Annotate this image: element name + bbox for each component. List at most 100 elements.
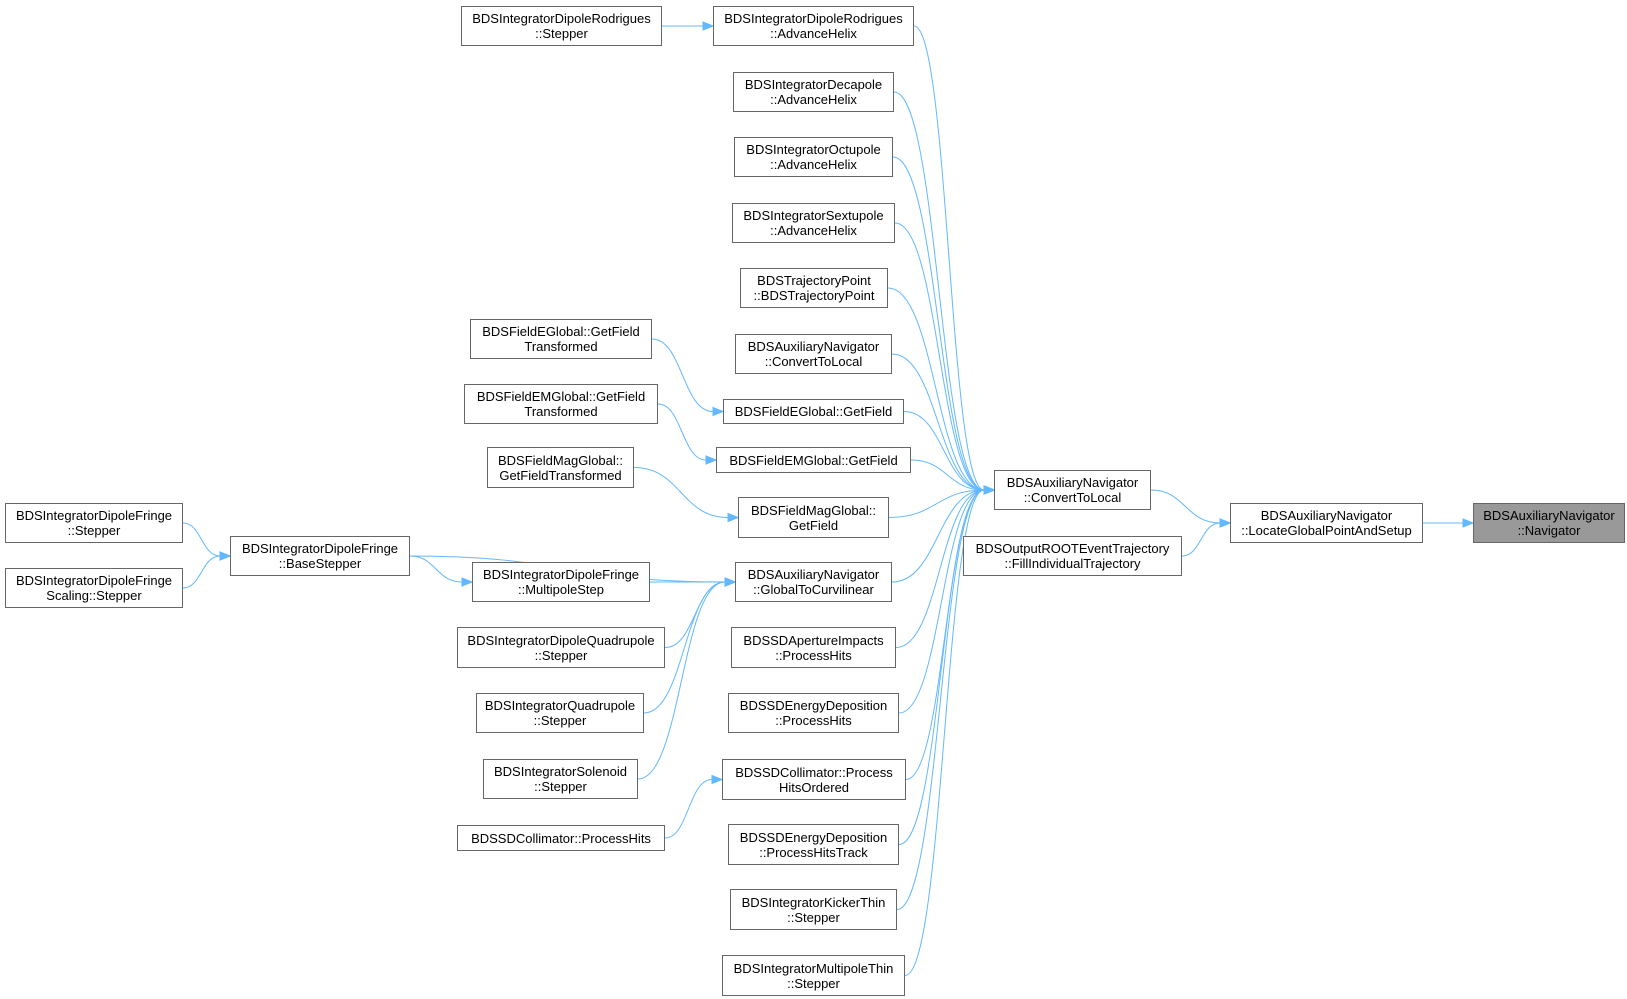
node-kicker-thin-stepper[interactable]: BDSIntegratorKickerThin ::Stepper [730,889,897,930]
node-line1: BDSIntegratorDipoleRodrigues [472,11,651,26]
node-dipole-fringe-base-stepper[interactable]: BDSIntegratorDipoleFringe ::BaseStepper [230,536,410,576]
node-multipole-thin-stepper[interactable]: BDSIntegratorMultipoleThin ::Stepper [722,955,905,996]
edge-arrowhead [983,485,996,495]
node-field-e-global-get-field[interactable]: BDSFieldEGlobal::GetField [723,399,904,424]
edge-arrowhead [219,551,232,561]
node-line2: ::Stepper [535,26,588,41]
node-energy-deposition-process-hits-track[interactable]: BDSSDEnergyDeposition ::ProcessHitsTrack [728,824,899,865]
node-line2: ::Stepper [787,975,840,991]
call-edge [1181,522,1221,557]
call-edge [637,581,726,780]
node-dipole-fringe-multipole-step[interactable]: BDSIntegratorDipoleFringe ::MultipoleSte… [472,562,650,602]
node-line1: BDSSDCollimator::ProcessHits [471,830,651,846]
node-line2: ::Stepper [533,713,587,728]
node-dipole-fringe-stepper[interactable]: BDSIntegratorDipoleFringe ::Stepper [5,503,183,543]
node-dipole-fringe-scaling-stepper[interactable]: BDSIntegratorDipoleFringe Scaling::Stepp… [5,568,183,608]
call-edge [898,489,985,714]
node-line1: BDSIntegratorDipoleFringe [15,508,173,523]
call-edge [887,287,985,491]
node-line2: ::ProcessHits [775,647,852,663]
node-energy-deposition-process-hits[interactable]: BDSSDEnergyDeposition ::ProcessHits [728,693,899,733]
call-edge [1150,489,1221,524]
node-line2: ::Stepper [787,909,840,925]
node-aperture-impacts-process-hits[interactable]: BDSSDApertureImpacts ::ProcessHits [731,627,896,668]
call-edge [893,91,985,491]
call-edge [904,489,985,976]
node-line2: ::GlobalToCurvilinear [753,582,874,597]
node-line2: ::LocateGlobalPointAndSetup [1241,523,1412,538]
node-auxiliary-navigator-convert-to-local[interactable]: BDSAuxiliaryNavigator ::ConvertToLocal [994,470,1151,510]
node-dipole-quadrupole-stepper[interactable]: BDSIntegratorDipoleQuadrupole ::Stepper [457,627,665,668]
node-line2: ::ConvertToLocal [1023,490,1122,505]
node-line1: BDSSDEnergyDeposition [739,829,888,845]
node-collimator-process-hits[interactable]: BDSSDCollimator::ProcessHits [457,825,665,851]
node-line1: BDSIntegratorMultipoleThin [733,960,894,976]
node-line1: BDSSDCollimator::Process [735,764,893,780]
node-convert-to-local-overload[interactable]: BDSAuxiliaryNavigator ::ConvertToLocal [735,334,892,374]
call-edge [182,522,221,557]
node-line1: BDSFieldMagGlobal:: [751,502,876,518]
call-edge [633,467,729,518]
node-line1: BDSIntegratorDipoleFringe [15,573,173,588]
call-edge [888,489,985,518]
node-line1: BDSOutputROOTEventTrajectory [975,541,1170,556]
node-line2: ::Stepper [534,647,588,663]
edge-arrowhead [712,406,725,417]
call-edge [657,403,707,461]
node-line1: BDSIntegratorSextupole [743,208,884,223]
node-fill-individual-trajectory[interactable]: BDSOutputROOTEventTrajectory ::FillIndiv… [963,536,1182,576]
node-line1: BDSIntegratorSolenoid [494,764,627,779]
node-line1: BDSIntegratorOctupole [746,142,881,157]
edge-arrowhead [1219,518,1232,528]
call-edge [891,489,985,583]
node-line1: BDSFieldMagGlobal:: [498,452,623,468]
node-line2: ::AdvanceHelix [770,157,857,172]
node-line2: ::Stepper [534,779,587,794]
node-line1: BDSIntegratorDipoleQuadrupole [467,632,655,648]
call-edge [894,222,985,491]
call-edge [895,489,985,648]
edge-arrowhead [724,577,737,587]
node-field-em-global-get-field-transformed[interactable]: BDSFieldEMGlobal::GetField Transformed [464,384,658,424]
node-line1: BDSFieldEGlobal::GetField [482,324,640,339]
node-line1: BDSAuxiliaryNavigator [1483,508,1615,523]
node-field-e-global-get-field-transformed[interactable]: BDSFieldEGlobal::GetField Transformed [470,319,652,359]
node-line2: Transformed [524,339,598,354]
node-octupole-advance-helix[interactable]: BDSIntegratorOctupole ::AdvanceHelix [734,137,893,177]
node-line1: BDSTrajectoryPoint [757,273,871,288]
node-quadrupole-stepper[interactable]: BDSIntegratorQuadrupole ::Stepper [476,693,644,733]
node-field-em-global-get-field[interactable]: BDSFieldEMGlobal::GetField [716,447,911,473]
node-line2: ::ProcessHits [775,713,852,728]
node-line2: ::MultipoleStep [518,582,604,597]
node-line1: BDSIntegratorDipoleFringe [482,567,640,582]
node-line1: BDSAuxiliaryNavigator [1006,475,1139,490]
node-locate-global-point-and-setup[interactable]: BDSAuxiliaryNavigator ::LocateGlobalPoin… [1230,503,1423,543]
call-edge [651,338,714,412]
call-edge [896,489,985,910]
node-line1: BDSFieldEGlobal::GetField [734,404,893,419]
node-line1: BDSAuxiliaryNavigator [1260,508,1393,523]
node-line2: ::AdvanceHelix [770,223,857,238]
node-collimator-process-hits-ordered[interactable]: BDSSDCollimator::Process HitsOrdered [722,759,906,800]
node-line1: BDSIntegratorDipoleRodrigues [724,11,903,26]
node-field-mag-global-get-field-transformed[interactable]: BDSFieldMagGlobal:: GetFieldTransformed [487,447,634,488]
node-field-mag-global-get-field[interactable]: BDSFieldMagGlobal:: GetField [738,497,889,538]
node-sextupole-advance-helix[interactable]: BDSIntegratorSextupole ::AdvanceHelix [732,203,895,243]
call-edge [891,353,985,491]
node-global-to-curvilinear[interactable]: BDSAuxiliaryNavigator ::GlobalToCurvilin… [735,562,892,602]
node-line1: BDSFieldEMGlobal::GetField [476,389,646,404]
node-line1: BDSFieldEMGlobal::GetField [729,452,898,468]
call-edge [910,459,985,491]
node-dipole-rodrigues-advance-helix[interactable]: BDSIntegratorDipoleRodrigues ::AdvanceHe… [713,6,914,46]
node-solenoid-stepper[interactable]: BDSIntegratorSolenoid ::Stepper [483,759,638,799]
node-decapole-advance-helix[interactable]: BDSIntegratorDecapole ::AdvanceHelix [733,72,894,112]
node-line2: ::AdvanceHelix [770,92,857,107]
node-line2: GetField [788,517,839,533]
node-auxiliary-navigator-navigator: BDSAuxiliaryNavigator ::Navigator [1473,503,1625,543]
node-line1: BDSAuxiliaryNavigator [747,339,880,354]
node-line2: HitsOrdered [778,779,850,795]
node-dipole-rodrigues-stepper[interactable]: BDSIntegratorDipoleRodrigues ::Stepper [461,6,662,46]
node-line2: ::BDSTrajectoryPoint [753,288,875,303]
node-trajectory-point[interactable]: BDSTrajectoryPoint ::BDSTrajectoryPoint [740,268,888,308]
